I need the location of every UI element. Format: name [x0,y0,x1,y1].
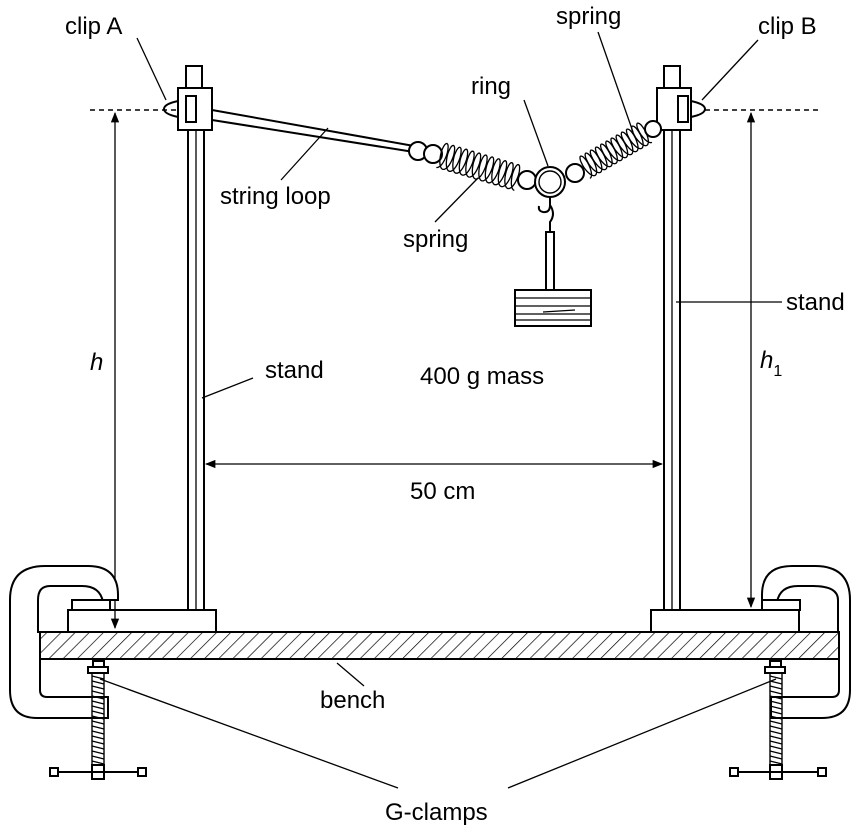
label-stand-left: stand [265,357,324,384]
rod-top-right [663,65,681,89]
label-ring: ring [471,73,511,100]
bench [36,631,840,660]
label-mass: 400 g mass [420,363,544,390]
label-clip-b: clip B [758,13,817,40]
label-g-clamps: G-clamps [385,799,488,826]
label-h1: h1 [760,347,782,380]
clip-a [162,87,213,131]
spring-right [565,120,662,183]
label-clip-a: clip A [65,13,122,40]
stand-base-right [650,609,800,633]
string-loop [211,109,415,153]
stand-rod-left [187,89,205,611]
label-50cm: 50 cm [410,478,475,505]
stand-base-left [67,609,217,633]
stand-rod-right [663,89,681,611]
ring [534,166,566,198]
leader-lines [99,31,782,789]
label-stand-right: stand [786,289,845,316]
label-h: h [90,349,103,376]
mass-hook [537,197,555,291]
spring-left [408,141,537,192]
label-spring-top: spring [556,3,621,30]
clip-b [656,87,707,131]
label-spring-bottom: spring [403,226,468,253]
g-clamp-right [729,565,851,780]
mass [514,289,592,327]
g-clamp-left [9,565,147,780]
rod-top-left [185,65,203,89]
label-bench: bench [320,687,385,714]
label-string-loop: string loop [220,183,331,210]
